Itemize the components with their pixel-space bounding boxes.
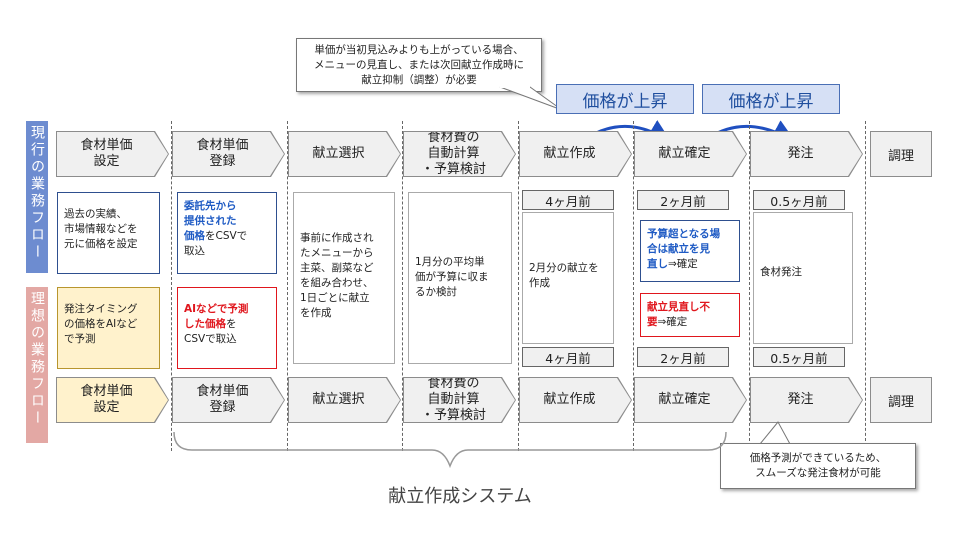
desc-two-month: 2月分の献立を 作成 [522,212,614,344]
current-step-menu-confirm: 献立確定 [634,131,747,177]
smooth-order-callout: 価格予測ができているため、 スムーズな発注食材が可能 [720,443,916,489]
current-step-order: 発注 [750,131,863,177]
current-flow-sidebar: 現行の業務フロー [26,121,48,273]
price-up-label-2: 価格が上昇 [702,84,840,114]
desc-budget-review: 予算超となる場 合は献立を見 直し⇒確定 [640,220,740,282]
no-review-confirm-text: ⇒確定 [657,316,688,328]
callout-pointer [499,86,563,111]
current-step-price-setting: 食材単価 設定 [56,131,169,177]
current-flow-label: 現行の業務フロー [29,125,45,261]
ai-csv-text: を CSVで取込 [184,318,237,345]
timing-tag-half-top: 0.5ヶ月前 [753,190,845,210]
current-step-menu-create: 献立作成 [519,131,632,177]
ideal-step-order: 発注 [750,377,863,423]
timing-tag-4m-bottom: 4ヶ月前 [522,347,614,367]
current-step-cooking: 調理 [870,131,932,177]
current-step-menu-select: 献立選択 [288,131,401,177]
desc-no-review: 献立見直し不 要⇒確定 [640,293,740,337]
desc-order: 食材発注 [753,212,853,344]
desc-ai-csv: AIなどで予測 した価格を CSVで取込 [177,287,277,369]
column-divider [402,121,403,451]
consign-rest-text: をCSVで 取込 [184,230,248,257]
timing-tag-2m-bottom: 2ヶ月前 [637,347,729,367]
column-divider [171,121,172,451]
consign-price-highlight: 委託先から 提供された 価格 [184,200,237,242]
desc-ai-timing: 発注タイミング の価格をAIなど で予測 [57,287,160,369]
ideal-flow-sidebar: 理想の業務フロー [26,287,48,443]
ideal-step-menu-confirm: 献立確定 [634,377,747,423]
system-label: 献立作成システム [388,486,532,507]
ideal-step-menu-select: 献立選択 [288,377,401,423]
column-divider [865,121,866,451]
ideal-step-cooking: 調理 [870,377,932,423]
desc-consign-csv: 委託先から 提供された 価格をCSVで 取込 [177,192,277,274]
timing-tag-2m-top: 2ヶ月前 [637,190,729,210]
ideal-step-price-setting: 食材単価 設定 [56,377,169,423]
column-divider [633,121,634,451]
budget-review-highlight: 予算超となる場 合は献立を見 直し [647,228,721,270]
ai-price-highlight: AIなどで予測 した価格 [184,303,249,330]
desc-past-price: 過去の実績、 市場情報などを 元に価格を設定 [57,192,160,274]
current-step-price-register: 食材単価 登録 [172,131,285,177]
column-divider [518,121,519,451]
ideal-step-menu-create: 献立作成 [519,377,632,423]
system-brace [173,431,727,469]
desc-avg-price: 1月分の平均単 価が予算に収ま るか検討 [408,192,512,364]
timing-tag-half-bottom: 0.5ヶ月前 [753,347,845,367]
column-divider [749,121,750,451]
ideal-flow-label: 理想の業務フロー [29,291,45,427]
timing-tag-4m-top: 4ヶ月前 [522,190,614,210]
column-divider [287,121,288,451]
ideal-step-price-register: 食材単価 登録 [172,377,285,423]
price-up-label-1: 価格が上昇 [556,84,694,114]
price-increase-callout: 単価が当初見込みよりも上がっている場合、 メニューの見直し、または次回献立作成時… [296,38,542,92]
ideal-step-auto-calc: 食材費の 自動計算 ・予算検討 [403,377,516,423]
desc-menu-select: 事前に作成され たメニューから 主菜、副菜など を組み合わせ、 1日ごとに献立 … [293,192,395,364]
budget-confirm-text: ⇒確定 [668,258,698,270]
no-review-highlight: 献立見直し不 要 [647,301,710,328]
current-step-auto-calc: 食材費の 自動計算 ・予算検討 [403,131,516,177]
